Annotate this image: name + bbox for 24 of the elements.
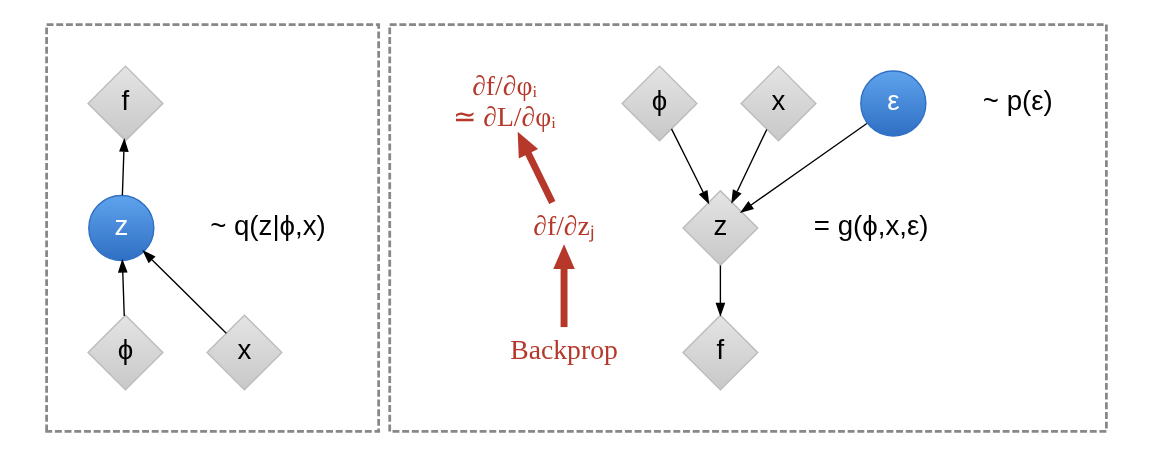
node-label: ~ p(ε) (982, 85, 1053, 117)
arrow (142, 250, 227, 334)
arrow (670, 128, 710, 205)
cluster (388, 23, 1108, 433)
node-diamond: f (87, 65, 164, 142)
node-diamond: f (682, 314, 759, 391)
node-text: ∂f/∂zⱼ (533, 209, 595, 241)
arrow (119, 137, 129, 196)
arrow (117, 258, 128, 317)
arrow (517, 131, 556, 205)
node-label: = g(ϕ,x,ε) (813, 209, 929, 241)
node-label: ~ q(z|ϕ,x) (210, 209, 326, 241)
node-text: Backprop (510, 334, 618, 366)
node-diamond: x (206, 314, 283, 391)
node-diamond: ϕ (621, 65, 698, 142)
node-text: ∂f/∂φᵢ ≃ ∂L/∂φᵢ (453, 70, 556, 132)
node-diamond: x (740, 65, 817, 142)
node-diamond: ϕ (87, 314, 164, 391)
arrow (553, 244, 575, 328)
cluster (45, 23, 381, 433)
arrow (715, 264, 726, 317)
arrow (739, 122, 868, 213)
node-circle: ε (860, 70, 927, 137)
arrow (731, 128, 768, 204)
